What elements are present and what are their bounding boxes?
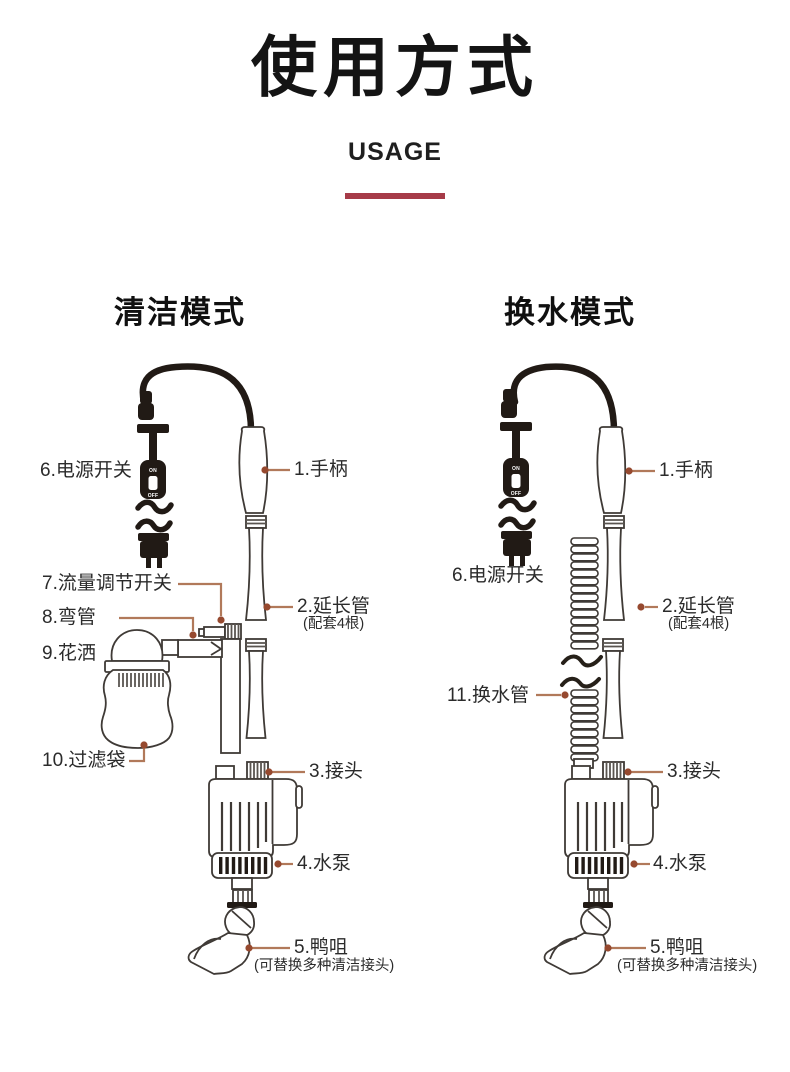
power-cord-right (510, 363, 618, 436)
label-connector-left: 3.接头 (309, 761, 363, 782)
label-extension-tube-left: 2.延长管 (297, 596, 370, 617)
power-switch-assembly-left (137, 391, 171, 568)
label-pump-left: 4.水泵 (297, 853, 351, 874)
shower-head-and-filter-bag (100, 629, 179, 749)
label-connector-right: 3.接头 (667, 761, 721, 782)
water-change-mode-diagram: ON OFF (500, 363, 663, 976)
switch-on-text-left: ON (149, 468, 157, 474)
flow-switch-elbow-pipe (177, 623, 242, 754)
note-duckbill-left: (可替换多种清洁接头) (254, 958, 395, 974)
page-title: 使用方式 (251, 30, 539, 104)
pump-duckbill-left (187, 760, 304, 976)
corrugated-water-hose (560, 537, 603, 769)
page-subtitle: USAGE (348, 138, 442, 166)
pump-duckbill-right (543, 760, 660, 976)
extension-tube-right (602, 638, 624, 739)
handle-right (596, 426, 627, 621)
label-handle-left: 1.手柄 (294, 459, 348, 480)
label-elbow-pipe: 8.弯管 (42, 607, 96, 628)
label-duckbill-right: 5.鸭咀 (650, 937, 704, 958)
cleaning-mode-diagram: ON OFF (100, 363, 305, 976)
label-power-switch-right: 6.电源开关 (452, 565, 544, 586)
power-switch-assembly-right (500, 389, 534, 566)
filter-bag-hatching (118, 673, 164, 687)
label-extension-tube-right: 2.延长管 (662, 596, 735, 617)
note-duckbill-right: (可替换多种清洁接头) (617, 958, 758, 974)
switch-off-text-right: OFF (511, 491, 522, 497)
cleaning-mode-title: 清洁模式 (114, 295, 246, 330)
note-extension-tube-left: (配套4根) (303, 616, 365, 632)
leaders-left (119, 466, 305, 952)
title-divider (345, 193, 445, 199)
switch-on-text-right: ON (512, 466, 520, 472)
switch-off-text-left: OFF (148, 493, 159, 499)
label-filter-bag: 10.过滤袋 (42, 750, 126, 771)
label-flow-switch: 7.流量调节开关 (42, 573, 172, 594)
power-cord-left (139, 363, 255, 435)
label-handle-right: 1.手柄 (659, 460, 713, 481)
extension-tube-left (245, 638, 267, 739)
label-water-hose: 11.换水管 (447, 685, 530, 706)
label-pump-right: 4.水泵 (653, 853, 707, 874)
note-extension-tube-right: (配套4根) (668, 616, 730, 632)
handle-left (238, 426, 269, 621)
water-change-mode-title: 换水模式 (504, 295, 636, 330)
label-duckbill-left: 5.鸭咀 (294, 937, 348, 958)
label-power-switch-left: 6.电源开关 (40, 460, 132, 481)
label-shower-head: 9.花洒 (42, 643, 96, 664)
leaders-right (536, 467, 663, 952)
